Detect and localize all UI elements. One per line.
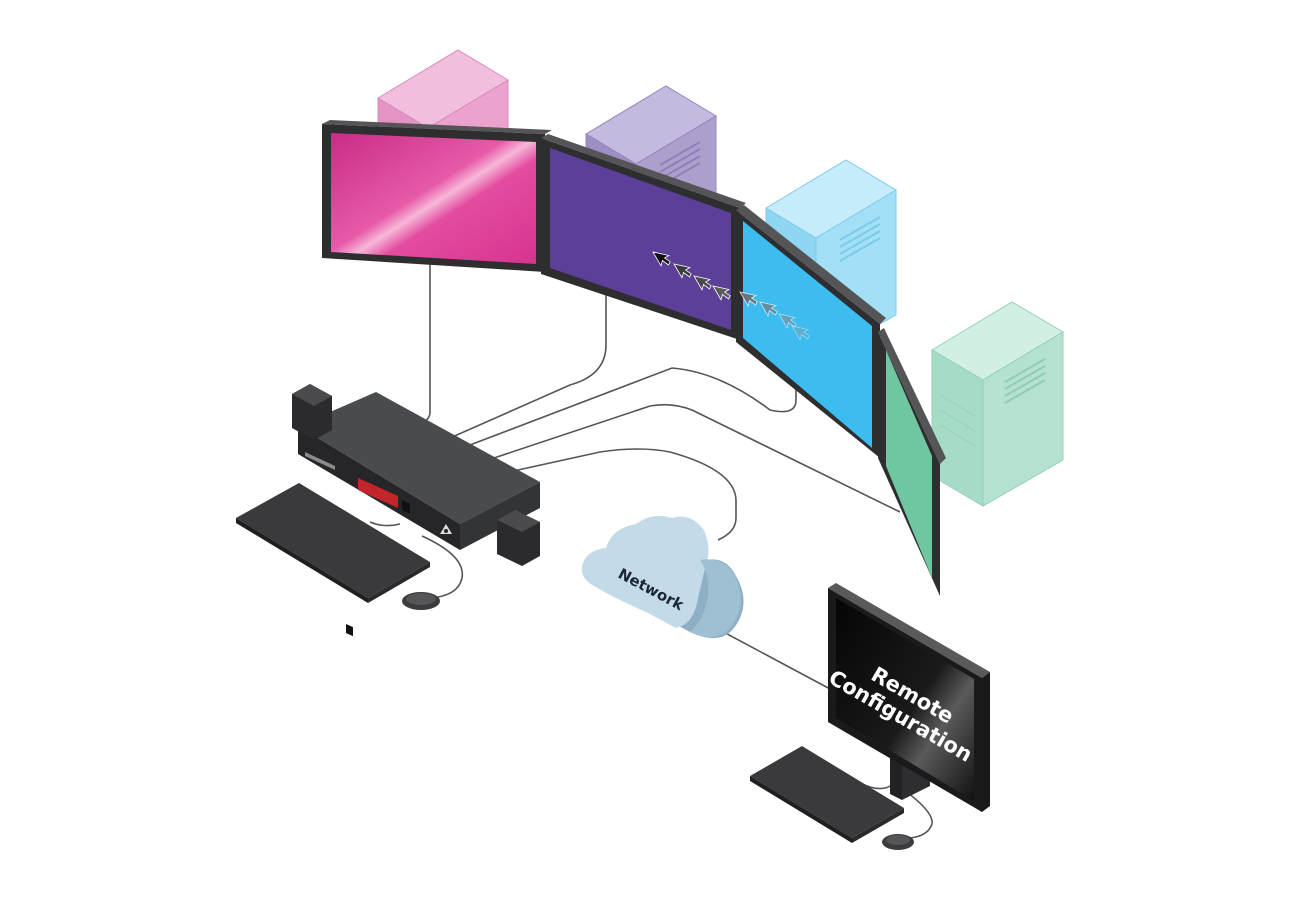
mouse-pointer-icon (712, 285, 731, 301)
cables (369, 262, 933, 839)
screen-green (886, 350, 932, 578)
cable-network (499, 448, 737, 541)
mouse-pointer-trail (652, 251, 810, 341)
monitor-icon (541, 134, 746, 340)
remote-monitor: Remote Configuration (825, 583, 990, 812)
kvm-switch-icon (292, 384, 540, 637)
remote-screen (836, 598, 974, 801)
mouse-pointer-icon (693, 275, 712, 291)
computer-tower-icon (931, 301, 1064, 507)
mouse-pointer-icon (759, 301, 778, 317)
cable-monitor-2 (449, 292, 607, 439)
monitor-icon (878, 328, 946, 596)
mouse-pointer-icon (673, 263, 692, 279)
monitor-icon (322, 120, 552, 272)
monitor-2 (541, 134, 746, 340)
cable-monitor-3 (461, 367, 797, 449)
monitor-1 (322, 120, 552, 272)
kvm-switch (292, 384, 540, 637)
network-cloud: Network (581, 516, 744, 639)
mouse-pointer-icon (778, 313, 797, 329)
monitor-icon (828, 583, 990, 812)
remote-workstation: Remote Configuration (750, 583, 990, 850)
cable-mouse-remote (903, 789, 933, 839)
mouse-pointer-icon (791, 325, 810, 341)
computer-tower-green (931, 301, 1064, 507)
screen-blue (743, 221, 872, 448)
brand-logo-icon (440, 524, 452, 534)
mouse-icon (402, 592, 440, 610)
cable-mouse-local (421, 535, 464, 599)
local-mouse (402, 592, 440, 610)
mouse-icon (882, 834, 914, 850)
monitor-icon (736, 205, 886, 458)
remote-keyboard (750, 746, 904, 843)
monitor-3 (736, 205, 886, 458)
keyboard-icon (750, 746, 904, 843)
screen-pink (331, 133, 536, 264)
cable-monitor-1 (419, 262, 431, 425)
kvm-display (358, 478, 398, 508)
cable-remote (715, 627, 833, 691)
monitor-4 (878, 328, 946, 596)
cloud-icon (581, 516, 744, 639)
screen-purple (550, 148, 731, 330)
remote-mouse (882, 834, 914, 850)
cable-keyboard-local (369, 521, 401, 527)
local-keyboard (236, 483, 430, 603)
mouse-pointer-icon (652, 251, 671, 267)
mouse-pointer-icon (739, 291, 758, 307)
cable-monitor-4 (481, 403, 901, 513)
keyboard-icon (236, 483, 430, 603)
